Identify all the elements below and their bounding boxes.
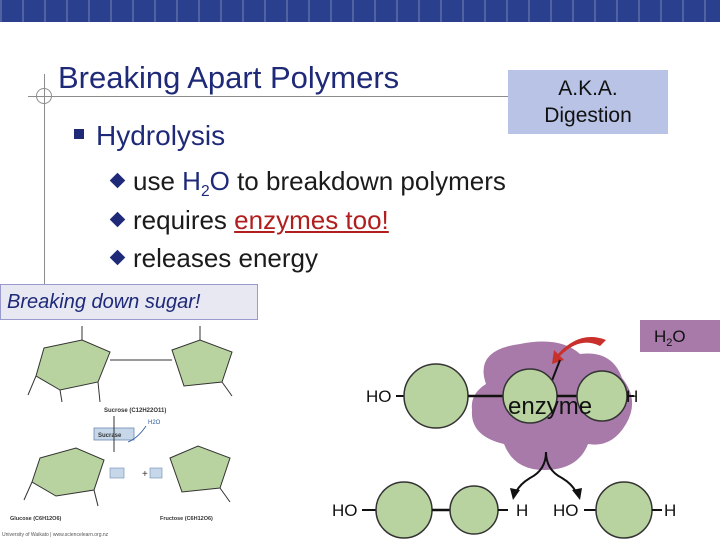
glucose-ring-top: [35, 339, 111, 391]
water-badge-text: H2O: [654, 327, 686, 349]
square-bullet-icon: [74, 128, 84, 139]
water-badge: [640, 320, 720, 352]
water-formula: H2O: [182, 166, 230, 201]
fructose-caption: Fructose (C6H12O6): [160, 516, 213, 522]
sucrose-figure: Sucrose (C12H22O11) Sucrase H2O + Glucos…: [2, 326, 233, 538]
monomer-circle: [403, 363, 469, 429]
slide-title: Breaking Apart Polymers: [58, 60, 400, 95]
diamond-bullet-icon: [109, 249, 126, 266]
sub-bullet-3: releases energy: [109, 243, 318, 274]
enzyme-label: enzyme: [508, 393, 592, 420]
diamond-bullet-icon: [109, 172, 126, 189]
glucose-caption: Glucose (C6H12O6): [10, 516, 62, 522]
monomer-circle: [449, 485, 499, 535]
fructose-ring-top: [171, 339, 233, 387]
monomer-circle: [595, 481, 653, 539]
h-right-label: H: [664, 501, 676, 520]
monomer-circle: [375, 481, 433, 539]
ho-top-label: HO: [366, 387, 392, 406]
ho-left-label: HO: [332, 501, 358, 520]
hydrolysis-diagram: Sucrose (C12H22O11) Sucrase H2O + Glucos…: [2, 320, 720, 539]
aka-line-1: A.K.A.: [558, 77, 618, 100]
sub-bullet-2: requires enzymes too!: [109, 205, 389, 236]
aka-box: A.K.A. Digestion: [508, 70, 668, 134]
h-top-label: H: [626, 387, 638, 406]
aka-line-2: Digestion: [544, 104, 632, 127]
crosshair-circle: [36, 88, 52, 104]
sucrose-caption: Sucrose (C12H22O11): [104, 408, 166, 414]
sub-bullet-1: use H2O to breakdown polymers: [109, 166, 506, 201]
sucrase-label: Sucrase: [98, 433, 122, 439]
figure-credit: University of Waikato | www.sciencelearn…: [2, 532, 109, 538]
title-rule: [28, 96, 508, 97]
top-banner: [0, 0, 720, 22]
main-bullet: Hydrolysis: [74, 120, 225, 152]
diamond-bullet-icon: [109, 211, 126, 228]
fructose-ring-bottom: [169, 445, 231, 493]
water-label: H2O: [148, 420, 161, 426]
glucose-ring-bottom: [31, 447, 105, 497]
enzymes-link-text: enzymes too!: [234, 205, 389, 235]
enzyme-mechanism: H2O HO H enzyme HO H HO H: [332, 320, 720, 539]
ho-mid-label: HO: [553, 501, 579, 520]
water-arrow-icon: [552, 337, 606, 364]
side-rule: [44, 74, 45, 284]
h-mid-label: H: [516, 501, 528, 520]
main-bullet-text: Hydrolysis: [96, 120, 226, 151]
svg-text:+: +: [142, 469, 148, 480]
breaking-sugar-callout: Breaking down sugar!: [0, 284, 258, 320]
